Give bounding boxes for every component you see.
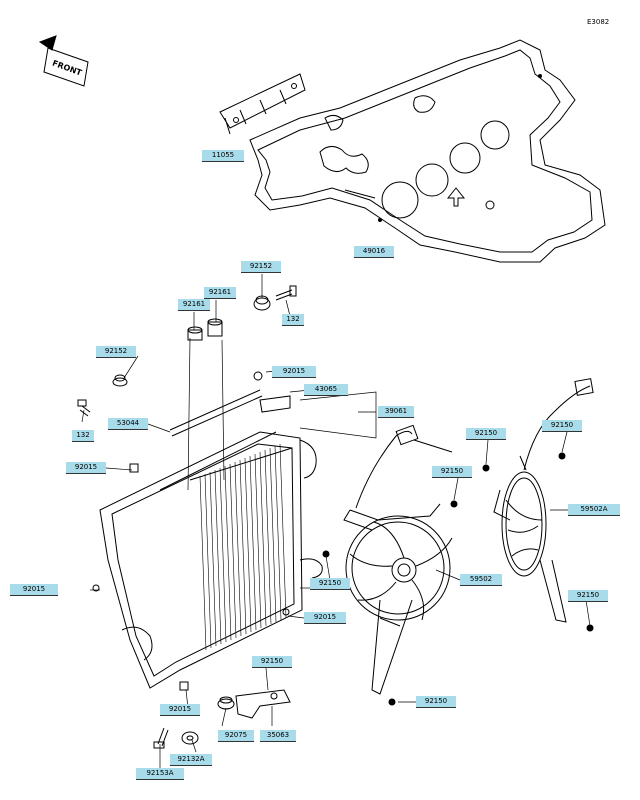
- diagram-reference-number: E3082: [587, 18, 610, 26]
- part-label-92132a[interactable]: 92132A: [170, 754, 212, 766]
- part-label-39061[interactable]: 39061: [378, 406, 414, 418]
- part-label-35063[interactable]: 35063: [260, 730, 296, 742]
- grommet-92161-b: [207, 318, 223, 337]
- part-label-92150[interactable]: 92150: [568, 590, 608, 602]
- gasket-plate: [249, 39, 606, 263]
- part-label-92075[interactable]: 92075: [218, 730, 254, 742]
- part-label-92015[interactable]: 92015: [10, 584, 58, 596]
- front-arrow-icon: FRONT: [38, 35, 89, 87]
- part-label-49016[interactable]: 49016: [354, 246, 394, 258]
- part-label-59502a[interactable]: 59502A: [568, 504, 620, 516]
- collar-92152: [112, 374, 128, 387]
- part-label-132[interactable]: 132: [72, 430, 94, 442]
- part-label-11055[interactable]: 11055: [202, 150, 244, 162]
- collar-92075: [217, 696, 235, 710]
- part-label-92015[interactable]: 92015: [66, 462, 106, 474]
- grommet-92132a: [181, 731, 199, 745]
- bolt-92153a: [153, 727, 169, 749]
- cap-43065: [259, 395, 291, 413]
- clip-92015: [253, 371, 263, 381]
- cooling-fan-59502: [343, 424, 453, 695]
- grommet-92161-a: [187, 326, 203, 341]
- part-label-92161[interactable]: 92161: [178, 299, 210, 311]
- fan-stay-35063: [235, 689, 291, 719]
- part-label-92150[interactable]: 92150: [432, 466, 472, 478]
- part-label-53044[interactable]: 53044: [108, 418, 148, 430]
- grommet-92152: [253, 295, 271, 311]
- part-label-92150[interactable]: 92150: [416, 696, 456, 708]
- part-label-92150[interactable]: 92150: [466, 428, 506, 440]
- part-label-92015[interactable]: 92015: [304, 612, 346, 624]
- part-label-92161[interactable]: 92161: [204, 287, 236, 299]
- part-label-92150[interactable]: 92150: [310, 578, 350, 590]
- part-label-43065[interactable]: 43065: [304, 384, 348, 396]
- clip-92015-left: [129, 463, 139, 473]
- part-label-92150[interactable]: 92150: [252, 656, 292, 668]
- cooling-fan-59502a: [493, 378, 594, 623]
- part-label-92015[interactable]: 92015: [272, 366, 316, 378]
- bolt-132-upper: [275, 285, 297, 301]
- bolt-132-left: [77, 399, 91, 417]
- hose-53044: [169, 389, 263, 437]
- clip-92015-lower: [179, 681, 189, 691]
- part-label-92152[interactable]: 92152: [241, 261, 281, 273]
- part-label-92150[interactable]: 92150: [542, 420, 582, 432]
- part-label-92015[interactable]: 92015: [160, 704, 200, 716]
- radiator-core: [92, 431, 323, 689]
- part-label-59502[interactable]: 59502: [460, 574, 502, 586]
- part-label-92152[interactable]: 92152: [96, 346, 136, 358]
- bracket-11055: [219, 73, 306, 135]
- part-label-132[interactable]: 132: [282, 314, 304, 326]
- part-label-92153a[interactable]: 92153A: [136, 768, 184, 780]
